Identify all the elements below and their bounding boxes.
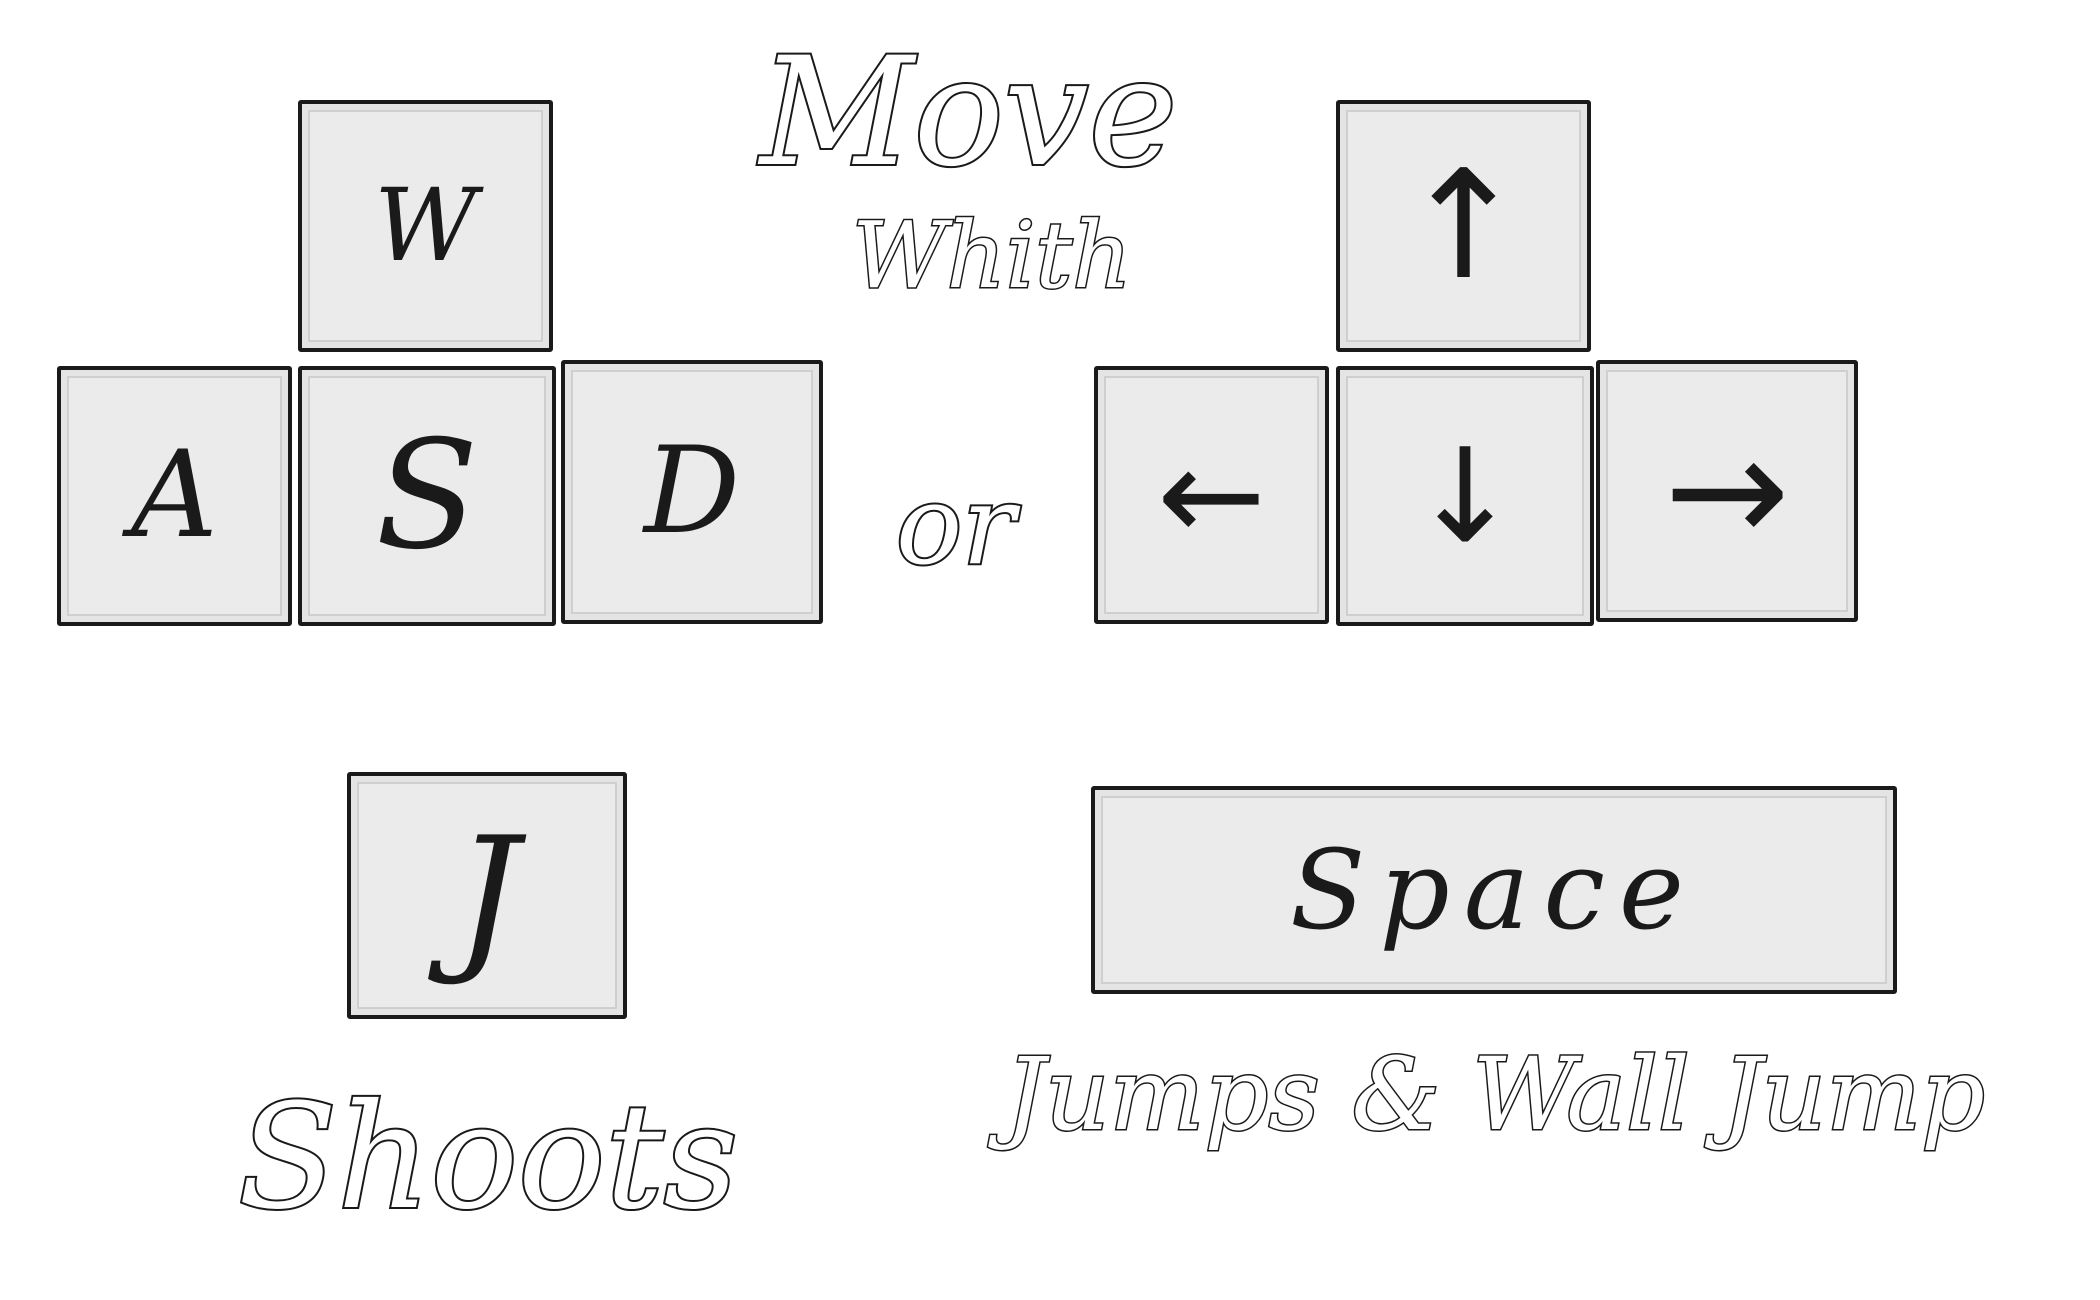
left-arrow-key: ← <box>1094 366 1329 624</box>
arrow-up-icon: ↑ <box>1400 139 1527 313</box>
whith-caption: Whith <box>850 202 1132 309</box>
j-key-label: J <box>454 801 520 989</box>
or-caption: or <box>894 461 1017 589</box>
right-arrow-key: → <box>1596 360 1858 622</box>
arrow-right-icon: → <box>1664 404 1790 578</box>
a-key-label: A <box>131 426 218 565</box>
s-key: S <box>298 366 556 626</box>
a-key: A <box>57 366 292 626</box>
jumps-caption: Jumps & Wall Jump <box>1003 1036 1986 1153</box>
arrow-down-icon: ↓ <box>1410 420 1520 572</box>
s-key-label: S <box>375 409 479 583</box>
down-arrow-key: ↓ <box>1336 366 1594 626</box>
arrow-left-icon: ← <box>1157 419 1266 571</box>
d-key-label: D <box>643 422 741 561</box>
w-key: W <box>298 100 553 352</box>
space-key: Space <box>1091 786 1897 994</box>
shoots-caption: Shoots <box>236 1073 740 1242</box>
j-key: J <box>347 772 627 1019</box>
w-key-label: W <box>374 167 477 284</box>
space-key-label: Space <box>1289 826 1699 954</box>
move-caption: Move <box>758 26 1179 200</box>
d-key: D <box>561 360 823 624</box>
up-arrow-key: ↑ <box>1336 100 1591 352</box>
